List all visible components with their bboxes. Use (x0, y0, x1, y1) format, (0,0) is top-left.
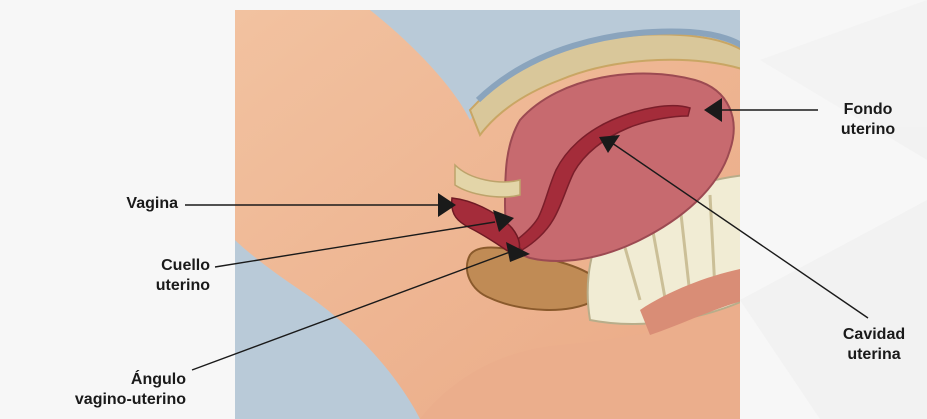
label-vagina: Vagina (86, 194, 178, 214)
label-cavidad-uterina: Cavidad uterina (826, 325, 922, 365)
label-cuello-uterino: Cuello uterino (96, 256, 210, 296)
label-fondo-uterino: Fondo uterino (822, 100, 914, 140)
label-angulo-vagino-uterino: Ángulo vagino-uterino (44, 370, 186, 410)
